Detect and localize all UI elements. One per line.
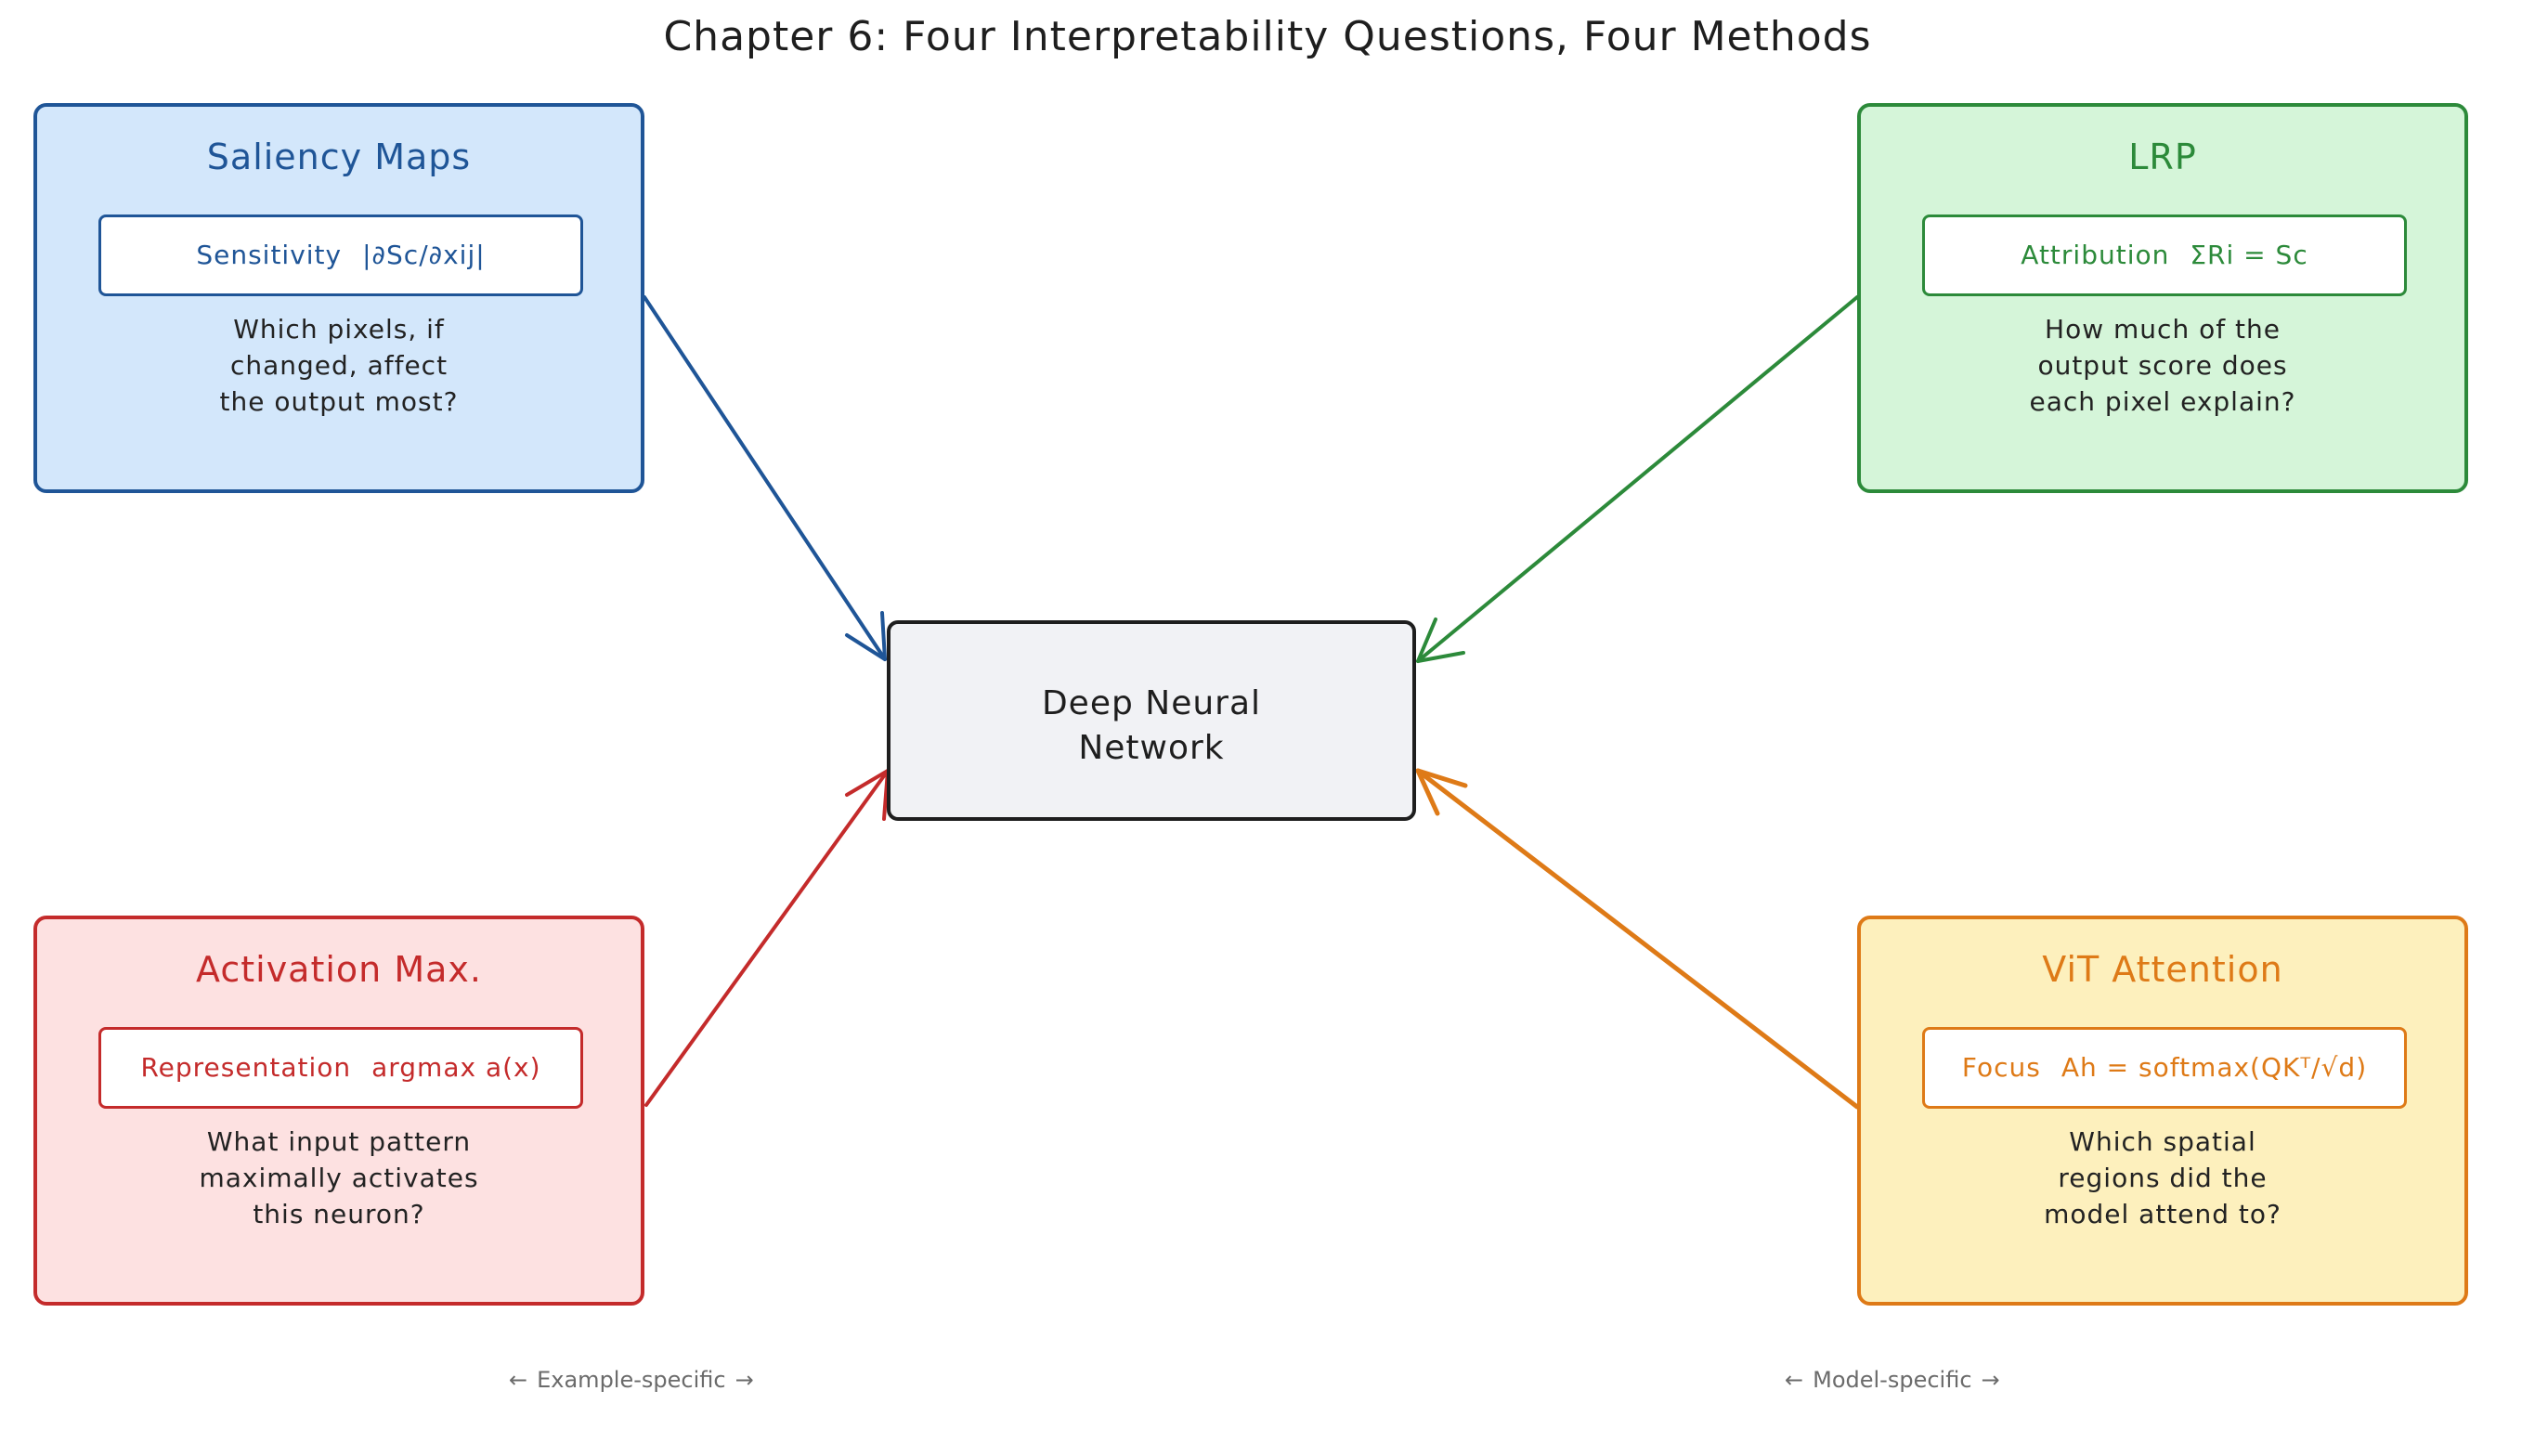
lrp-question: How much of the output score does each p…	[1861, 311, 2464, 420]
lrp-formula-label: Attribution	[2021, 240, 2170, 270]
lrp-question-line: each pixel explain?	[2029, 386, 2296, 417]
vit-attention-title: ViT Attention	[2042, 949, 2283, 990]
vit-attention-formula-label: Focus	[1961, 1052, 2041, 1083]
right-arrow-icon: →	[734, 1367, 754, 1393]
deep-neural-network-node: Deep Neural Network	[887, 620, 1416, 821]
example-specific-label: Example-specific	[537, 1367, 726, 1393]
lrp-title: LRP	[2128, 136, 2197, 177]
activation-max-formula: argmax a(x)	[371, 1052, 541, 1083]
lrp-question-line: How much of the	[2045, 314, 2281, 344]
vit-attention-question-line: regions did the	[2058, 1163, 2268, 1193]
network-label: Deep Neural Network	[890, 682, 1412, 771]
activation-max-question-line: maximally activates	[199, 1163, 479, 1193]
model-specific-label: Model-specific	[1813, 1367, 1972, 1393]
activation-max-question-line: this neuron?	[253, 1199, 425, 1229]
activation-max-formula-label: Representation	[140, 1052, 352, 1083]
activation-max-box: Activation Max. Representation argmax a(x…	[33, 916, 644, 1306]
vit-attention-formula-box: Focus Ah = softmax(QKᵀ/√d)	[1922, 1027, 2407, 1109]
lrp-formula-box: Attribution ΣRi = Sc	[1922, 214, 2407, 296]
saliency-question: Which pixels, if changed, affect the out…	[37, 311, 641, 420]
vit-attention-question-line: Which spatial	[2069, 1126, 2256, 1157]
diagram-title: Chapter 6: Four Interpretability Questio…	[663, 13, 1872, 60]
activation-max-formula-box: Representation argmax a(x)	[98, 1027, 583, 1109]
left-arrow-icon: ←	[509, 1367, 528, 1393]
vit-attention-formula: Ah = softmax(QKᵀ/√d)	[2060, 1052, 2368, 1083]
right-arrow-icon: →	[1981, 1367, 2000, 1393]
lrp-question-line: output score does	[2037, 350, 2288, 381]
example-specific-note: ← Example-specific →	[500, 1367, 763, 1393]
saliency-question-line: the output most?	[219, 386, 459, 417]
arrow-saliency-to-network	[643, 295, 887, 661]
arrow-vit-to-network	[1415, 768, 1860, 1110]
saliency-formula-box: Sensitivity |∂Sc/∂xij|	[98, 214, 583, 296]
activation-max-title: Activation Max.	[196, 949, 482, 990]
activation-max-question: What input pattern maximally activates t…	[37, 1124, 641, 1232]
network-label-line: Network	[1078, 729, 1225, 767]
saliency-maps-box: Saliency Maps Sensitivity |∂Sc/∂xij| Whic…	[33, 103, 644, 493]
saliency-question-line: Which pixels, if	[233, 314, 445, 344]
saliency-formula-label: Sensitivity	[196, 240, 343, 270]
saliency-question-line: changed, affect	[229, 350, 448, 381]
network-label-line: Deep Neural	[1041, 684, 1262, 722]
arrow-lrp-to-network	[1416, 295, 1859, 663]
left-arrow-icon: ←	[1785, 1367, 1804, 1393]
model-specific-note: ← Model-specific →	[1775, 1367, 2009, 1393]
lrp-formula: ΣRi = Sc	[2190, 240, 2308, 270]
saliency-maps-title: Saliency Maps	[206, 136, 472, 177]
vit-attention-question: Which spatial regions did the model atte…	[1861, 1124, 2464, 1232]
vit-attention-question-line: model attend to?	[2044, 1199, 2282, 1229]
lrp-box: LRP Attribution ΣRi = Sc How much of the …	[1857, 103, 2468, 493]
arrow-activation-to-network	[644, 769, 890, 1107]
saliency-formula: |∂Sc/∂xij|	[362, 240, 486, 270]
activation-max-question-line: What input pattern	[206, 1126, 472, 1157]
